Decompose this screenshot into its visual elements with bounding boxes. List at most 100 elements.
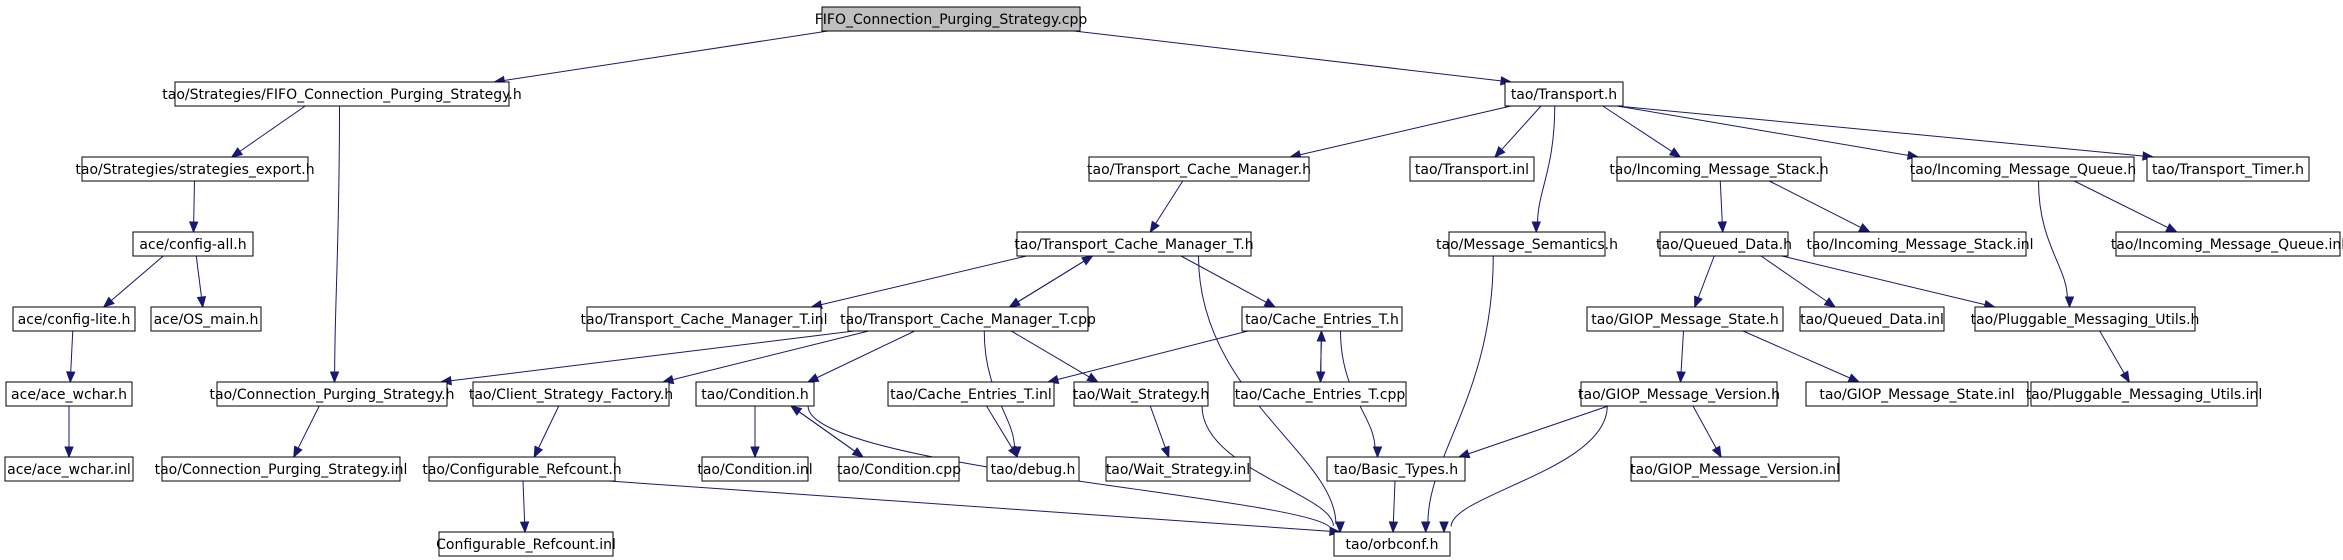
node-label: ace/config-all.h (139, 237, 246, 253)
edge-line (1467, 405, 1609, 455)
node-box (586, 306, 822, 332)
node-root[interactable]: FIFO_Connection_Purging_Strategy.cpp (815, 6, 1088, 32)
node-box (1326, 456, 1466, 482)
edge-layer (64, 30, 2178, 536)
node-strat-export[interactable]: tao/Strategies/strategies_export.h (75, 156, 315, 182)
node-box (12, 306, 136, 332)
node-box (2030, 381, 2258, 407)
edge-line (1427, 255, 1494, 524)
edge-root-to-fifo-h (492, 30, 829, 86)
edge-tcmt-cpp-to-csf-h (661, 330, 869, 385)
node-tcmt-cpp[interactable]: tao/Transport_Cache_Manager_T.cpp (840, 306, 1096, 332)
node-orbconf[interactable]: tao/orbconf.h (1333, 531, 1451, 557)
node-gmv-inl[interactable]: tao/GIOP_Message_Version.inl (1630, 456, 1840, 482)
edge-line (1009, 260, 1086, 308)
node-label: tao/Pluggable_Messaging_Utils.h (1971, 312, 2200, 328)
node-box (1088, 156, 1310, 182)
node-box (1333, 531, 1451, 557)
edge-qd-h-to-qd-inl (1760, 255, 1837, 308)
node-pmu-inl[interactable]: tao/Pluggable_Messaging_Utils.inl (2026, 381, 2263, 407)
node-cond-cpp[interactable]: tao/Condition.cpp (837, 456, 961, 482)
node-cps-inl[interactable]: tao/Connection_Purging_Strategy.inl (155, 456, 408, 482)
node-label: tao/GIOP_Message_Version.h (1578, 387, 1780, 403)
node-label: tao/orbconf.h (1346, 537, 1439, 553)
node-transport-inl[interactable]: tao/Transport.inl (1409, 156, 1535, 182)
node-box (821, 6, 1081, 32)
edge-line (1692, 405, 1718, 450)
node-os-main[interactable]: ace/OS_main.h (150, 306, 262, 332)
node-csf-h[interactable]: tao/Client_Strategy_Factory.h (469, 381, 673, 407)
edge-line (110, 255, 164, 302)
node-basic-types[interactable]: tao/Basic_Types.h (1326, 456, 1466, 482)
node-cps-h[interactable]: tao/Connection_Purging_Strategy.h (210, 381, 455, 407)
edge-transport-h-to-msg-sem (1531, 105, 1556, 234)
node-label: ace/ace_wchar.h (11, 387, 127, 403)
node-cond-inl[interactable]: tao/Condition.inl (697, 456, 813, 482)
node-ace-wchar-inl[interactable]: ace/ace_wchar.inl (4, 456, 134, 482)
node-cet-inl[interactable]: tao/Cache_Entries_T.inl (887, 381, 1055, 407)
node-label: ace/config-lite.h (18, 312, 131, 328)
edge-transport-h-to-timer-h (1616, 105, 2155, 161)
node-ws-inl[interactable]: tao/Wait_Strategy.inl (1105, 456, 1251, 482)
node-imq-h[interactable]: tao/Incoming_Message_Queue.h (1910, 156, 2137, 182)
edge-line (503, 30, 829, 82)
node-debug-h[interactable]: tao/debug.h (986, 456, 1080, 482)
edge-gmv-h-to-basic-types (1457, 405, 1609, 459)
node-cfg-ref-h[interactable]: tao/Configurable_Refcount.h (422, 456, 622, 482)
node-tcmt-h[interactable]: tao/Transport_Cache_Manager_T.h (1014, 231, 1254, 257)
edge-gmv-h-to-gmv-inl (1692, 405, 1722, 459)
node-pmu-h[interactable]: tao/Pluggable_Messaging_Utils.h (1971, 306, 2200, 332)
arrowhead (1457, 449, 1471, 459)
edge-line (70, 330, 74, 374)
node-box (986, 456, 1080, 482)
edge-qd-h-to-pmu-h (1781, 255, 1997, 310)
node-box (1974, 306, 2196, 332)
node-box (4, 456, 134, 482)
node-ws-h[interactable]: tao/Wait_Strategy.h (1073, 381, 1210, 407)
arrowhead (1160, 445, 1170, 459)
edge-line (1010, 330, 1091, 378)
node-label: tao/Incoming_Message_Stack.h (1609, 162, 1828, 178)
node-ims-inl[interactable]: tao/Incoming_Message_Stack.inl (1806, 231, 2034, 257)
node-qd-inl[interactable]: tao/Queued_Data.inl (1799, 306, 1945, 332)
node-msg-sem[interactable]: tao/Message_Semantics.h (1436, 231, 1618, 257)
edge-imq-h-to-imq-inl (2074, 180, 2178, 233)
node-config-all[interactable]: ace/config-all.h (132, 231, 254, 257)
node-fifo-h[interactable]: tao/Strategies/FIFO_Connection_Purging_S… (162, 81, 522, 107)
node-gmv-h[interactable]: tao/GIOP_Message_Version.h (1578, 381, 1780, 407)
node-label: tao/Strategies/FIFO_Connection_Purging_S… (162, 87, 521, 103)
edge-line (334, 105, 340, 374)
node-qd-h[interactable]: tao/Queued_Data.h (1656, 231, 1792, 257)
node-imq-inl[interactable]: tao/Incoming_Message_Queue.inl (2111, 231, 2343, 257)
node-cond-h[interactable]: tao/Condition.h (695, 381, 815, 407)
node-gms-inl[interactable]: tao/GIOP_Message_State.inl (1805, 381, 2029, 407)
node-label: tao/Pluggable_Messaging_Utils.inl (2026, 387, 2263, 403)
node-box (5, 381, 133, 407)
node-cet-h[interactable]: tao/Cache_Entries_T.h (1241, 306, 1403, 332)
node-gms-h[interactable]: tao/GIOP_Message_State.h (1586, 306, 1784, 332)
edge-line (986, 405, 1014, 450)
node-box (472, 381, 670, 407)
node-ace-wchar-h[interactable]: ace/ace_wchar.h (5, 381, 133, 407)
edge-line (1500, 105, 1542, 151)
node-label: Configurable_Refcount.inl (436, 537, 616, 553)
node-tcm-h[interactable]: tao/Transport_Cache_Manager.h (1087, 156, 1311, 182)
edge-config-all-to-config-lite (102, 255, 164, 308)
node-label: tao/Transport.h (1511, 87, 1617, 103)
node-timer-h[interactable]: tao/Transport_Timer.h (2146, 156, 2310, 182)
edge-basic-types-to-orbconf (1388, 480, 1399, 534)
node-tcmt-inl[interactable]: tao/Transport_Cache_Manager_T.inl (581, 306, 828, 332)
node-cfg-ref-inl[interactable]: Configurable_Refcount.inl (436, 531, 616, 557)
edge-imq-h-to-pmu-h (2038, 180, 2075, 309)
node-transport-h[interactable]: tao/Transport.h (1504, 81, 1624, 107)
node-label: tao/Configurable_Refcount.h (422, 462, 621, 478)
node-config-lite[interactable]: ace/config-lite.h (12, 306, 136, 332)
node-ims-h[interactable]: tao/Incoming_Message_Stack.h (1609, 156, 1829, 182)
arrowhead (66, 371, 76, 384)
edge-gmv-h-to-orbconf (1439, 405, 1608, 534)
edge-line (820, 255, 1027, 306)
node-cet-cpp[interactable]: tao/Cache_Entries_T.cpp (1233, 381, 1407, 407)
arrowhead (1149, 220, 1160, 234)
edge-gms-h-to-gmv-h (1676, 330, 1686, 384)
arrowhead (1263, 297, 1277, 308)
